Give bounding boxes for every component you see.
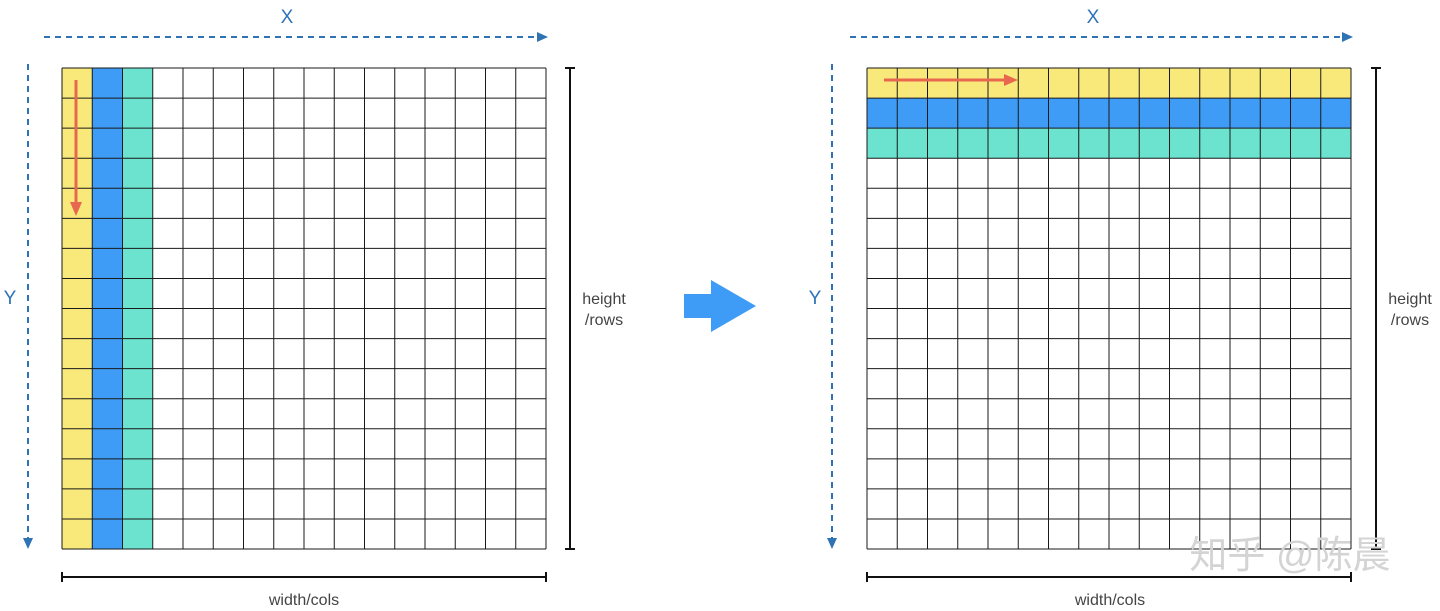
left-width-label: width/cols: [268, 592, 339, 609]
right-panel: X Y height /rows width/cols: [809, 7, 1433, 609]
left-scan-arrow-head: [70, 202, 82, 216]
left-height-label-line2: /rows: [585, 312, 623, 329]
left-grid: [61, 67, 547, 550]
right-y-axis-arrowhead: [827, 538, 837, 549]
left-height-label-line1: height: [582, 291, 626, 308]
left-panel: X Y height /rows width/cols: [4, 7, 627, 609]
right-x-axis-arrowhead: [1342, 32, 1353, 42]
right-grid: [866, 67, 1352, 550]
right-height-label-line1: height: [1388, 291, 1432, 308]
left-x-axis-label: X: [281, 7, 294, 28]
transform-arrow-icon: [684, 280, 756, 332]
right-scan-arrow-head: [1004, 74, 1018, 86]
right-y-axis-label: Y: [809, 288, 822, 309]
left-x-axis-arrowhead: [537, 32, 548, 42]
watermark: 知乎 @陈晨: [1189, 535, 1390, 577]
right-width-label: width/cols: [1074, 592, 1145, 609]
right-x-axis-label: X: [1087, 7, 1100, 28]
left-y-axis-arrowhead: [23, 538, 33, 549]
left-y-axis-label: Y: [4, 288, 17, 309]
right-height-label-line2: /rows: [1391, 312, 1429, 329]
